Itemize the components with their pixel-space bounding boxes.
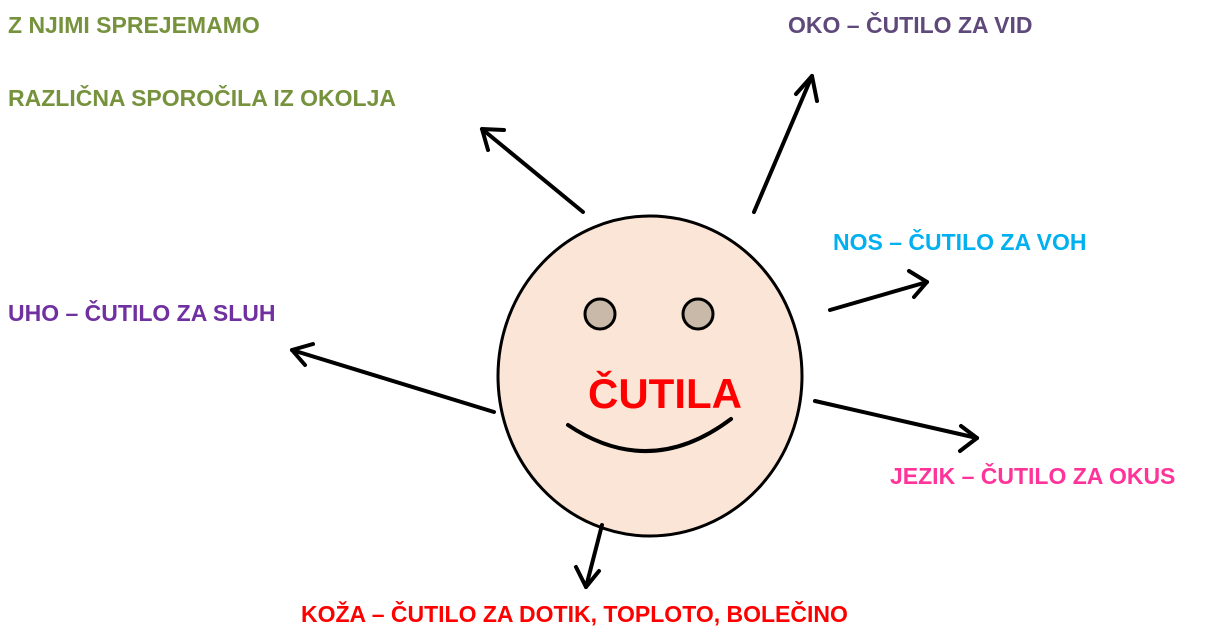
nose-sense-label: NOS – ČUTILO ZA VOH: [833, 229, 1087, 255]
intro-line-1: Z NJIMI SPREJEMAMO: [8, 12, 260, 38]
eye-sense-label: OKO – ČUTILO ZA VID: [788, 12, 1033, 38]
arrow-to-nose: [828, 269, 929, 312]
tongue-sense-label: JEZIK – ČUTILO ZA OKUS: [890, 463, 1176, 489]
arrow-to-eye: [752, 74, 819, 214]
smiley-face: [496, 214, 804, 538]
left-eye-icon: [583, 297, 617, 331]
skin-sense-label: KOŽA – ČUTILO ZA DOTIK, TOPLOTO, BOLEČIN…: [301, 601, 848, 627]
arrow-to-tongue: [813, 399, 979, 453]
arrow-to-ear: [290, 342, 496, 414]
smile-mouth: [566, 417, 733, 453]
arrow-to-intro: [480, 127, 585, 214]
arrow-to-skin: [574, 523, 604, 589]
intro-line-2: RAZLIČNA SPOROČILA IZ OKOLJA: [8, 85, 397, 111]
center-label: ČUTILA: [588, 370, 742, 417]
ear-sense-label: UHO – ČUTILO ZA SLUH: [8, 300, 276, 326]
right-eye-icon: [681, 297, 715, 331]
